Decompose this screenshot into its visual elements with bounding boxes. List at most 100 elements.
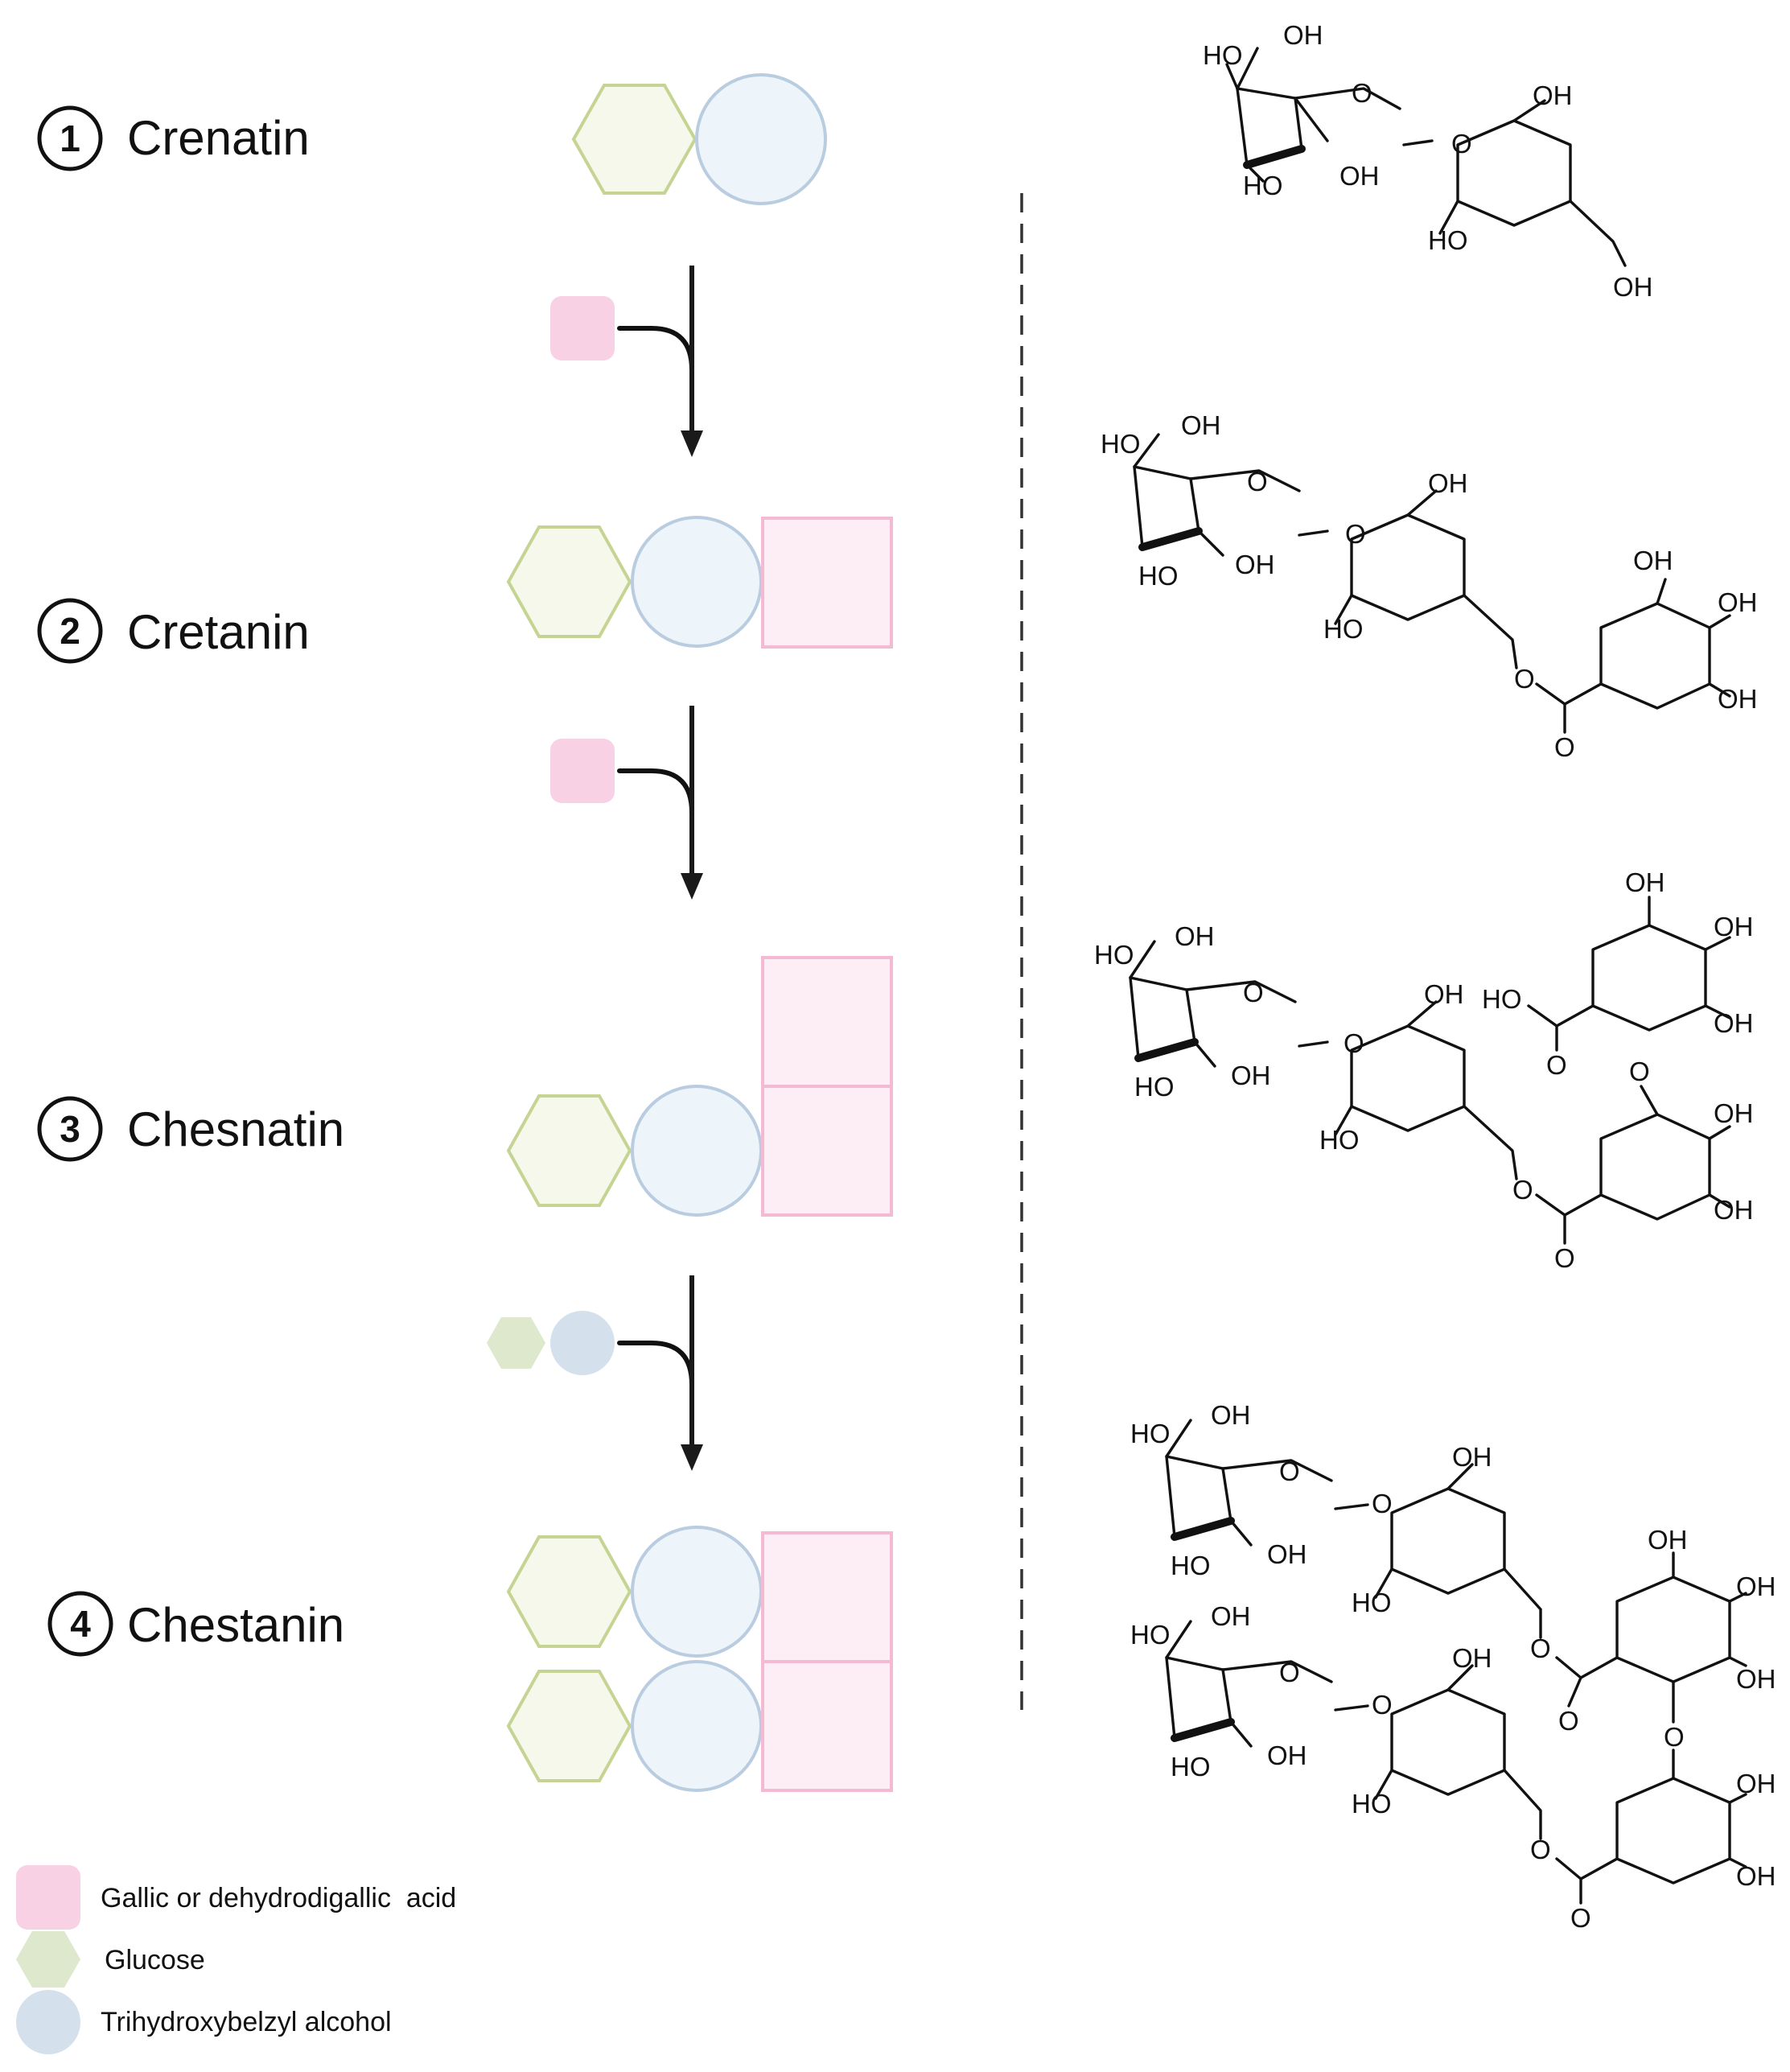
- atom-label: OH: [1736, 1861, 1776, 1891]
- compound-label-4: 4 Chestanin: [47, 1591, 344, 1657]
- legend-item-glucose: Glucose: [16, 1931, 205, 1988]
- atom-label: OH: [1714, 1098, 1754, 1128]
- atom-label: O: [1344, 1028, 1364, 1058]
- atom-label: OH: [1235, 550, 1275, 579]
- arrow-curve: [617, 1341, 694, 1387]
- atom-label: HO: [1352, 1588, 1392, 1617]
- atom-label: OH: [1452, 1643, 1492, 1673]
- alcohol-circle: [631, 1085, 763, 1217]
- atom-label: OH: [1714, 912, 1754, 941]
- compound-name: Cretanin: [127, 605, 310, 659]
- atom-label: OH: [1625, 867, 1665, 897]
- alcohol-circle: [631, 516, 763, 648]
- alcohol-circle: [631, 1660, 763, 1792]
- atom-label: HO: [1482, 984, 1522, 1014]
- reaction-arrow-2: [550, 706, 703, 900]
- glucose-hexagon: [506, 525, 632, 638]
- atom-label: HO: [1323, 614, 1364, 644]
- atom-label: O: [1546, 1050, 1567, 1080]
- alcohol-circle: [695, 73, 827, 205]
- atom-label: OH: [1736, 1664, 1776, 1694]
- atom-label: OH: [1339, 161, 1380, 191]
- atom-label: OH: [1714, 1195, 1754, 1225]
- atom-label: OH: [1718, 587, 1758, 617]
- atom-label: OH: [1452, 1442, 1492, 1472]
- arrow-curve: [617, 768, 694, 815]
- gallic-unit-reagent: [550, 296, 615, 360]
- alcohol-reagent: [550, 1311, 615, 1375]
- atom-label: OH: [1648, 1525, 1688, 1555]
- structure-cretanin: HO OH O HO OH O OH HO O O OH OH OH: [1101, 410, 1758, 762]
- compound-label-1: 1 Crenatin: [37, 105, 310, 171]
- legend-swatch-hexagon: [16, 1931, 80, 1988]
- atom-label: O: [1664, 1722, 1685, 1752]
- compound-label-3: 3 Chesnatin: [37, 1096, 344, 1162]
- atom-label: OH: [1736, 1572, 1776, 1601]
- atom-label: OH: [1613, 272, 1653, 302]
- gallic-square: [761, 1660, 893, 1792]
- atom-label: OH: [1533, 80, 1573, 110]
- atom-label: OH: [1714, 1008, 1754, 1038]
- atom-label: OH: [1211, 1601, 1251, 1631]
- atom-label: OH: [1736, 1769, 1776, 1798]
- legend-swatch-circle: [16, 1990, 80, 2054]
- atom-label: HO: [1203, 40, 1243, 70]
- atom-label: O: [1279, 1456, 1300, 1486]
- atom-label: HO: [1101, 429, 1141, 459]
- compound-number: 4: [70, 1603, 91, 1645]
- atom-label: O: [1352, 78, 1372, 108]
- legend-item-alcohol: Trihydroxybelzyl alcohol: [16, 1990, 392, 2054]
- atom-label: OH: [1283, 20, 1323, 50]
- compound-name: Chesnatin: [127, 1102, 344, 1156]
- atom-label: O: [1345, 519, 1366, 549]
- glucose-hexagon: [506, 1094, 632, 1207]
- compound-number: 2: [60, 610, 80, 652]
- atom-label: O: [1554, 1243, 1575, 1273]
- legend-label: Trihydroxybelzyl alcohol: [101, 2007, 392, 2037]
- compound-name: Crenatin: [127, 111, 310, 165]
- atom-label: O: [1558, 1706, 1579, 1736]
- atom-label: O: [1554, 732, 1575, 762]
- compound-number-badge: [37, 598, 103, 664]
- atom-label: HO: [1171, 1752, 1211, 1782]
- atom-label: HO: [1138, 561, 1179, 591]
- atom-label: HO: [1130, 1620, 1171, 1650]
- compound-number: 3: [60, 1108, 80, 1150]
- alcohol-circle: [631, 1526, 763, 1658]
- compound-name: Chestanin: [127, 1598, 344, 1652]
- atom-label: HO: [1352, 1789, 1392, 1819]
- legend-item-gallic: Gallic or dehydrodigallic acid: [16, 1865, 456, 1930]
- gallic-square: [761, 1085, 893, 1217]
- atom-label: OH: [1424, 979, 1464, 1009]
- atom-label: O: [1530, 1835, 1551, 1864]
- arrow-head: [681, 873, 703, 900]
- reaction-arrow-3: [487, 1275, 703, 1471]
- compound-number-badge: [37, 105, 103, 171]
- atom-label: OH: [1175, 921, 1215, 951]
- arrow-head: [681, 430, 703, 457]
- compound-number: 1: [60, 117, 80, 159]
- compound-number-badge: [47, 1591, 113, 1657]
- gallic-square: [761, 956, 893, 1088]
- glucose-hexagon: [571, 84, 697, 195]
- schematic-cretanin: [506, 516, 893, 649]
- atom-label: O: [1530, 1633, 1551, 1663]
- atom-label: O: [1243, 978, 1264, 1007]
- reaction-arrow-1: [550, 266, 703, 457]
- compound-number-badge: [37, 1096, 103, 1162]
- legend-label: Gallic or dehydrodigallic acid: [101, 1883, 456, 1913]
- gallic-unit-reagent: [550, 739, 615, 803]
- atom-label: O: [1512, 1175, 1533, 1205]
- atom-label: OH: [1211, 1400, 1251, 1430]
- atom-label: O: [1372, 1690, 1393, 1720]
- gallic-square: [761, 517, 893, 649]
- atom-label: OH: [1267, 1740, 1307, 1770]
- structure-crenatin: HO OH O HO OH O OH HO OH: [1203, 20, 1653, 302]
- atom-label: OH: [1428, 468, 1468, 498]
- atom-label: OH: [1267, 1539, 1307, 1569]
- atom-label: OH: [1718, 684, 1758, 714]
- atom-label: O: [1514, 664, 1535, 694]
- glucose-hexagon: [506, 1535, 632, 1648]
- structure-chesnatin: HO OH O HO OH O OH HO O O O OH OH OH OH …: [1094, 867, 1754, 1273]
- compound-label-2: 2 Cretanin: [37, 598, 310, 664]
